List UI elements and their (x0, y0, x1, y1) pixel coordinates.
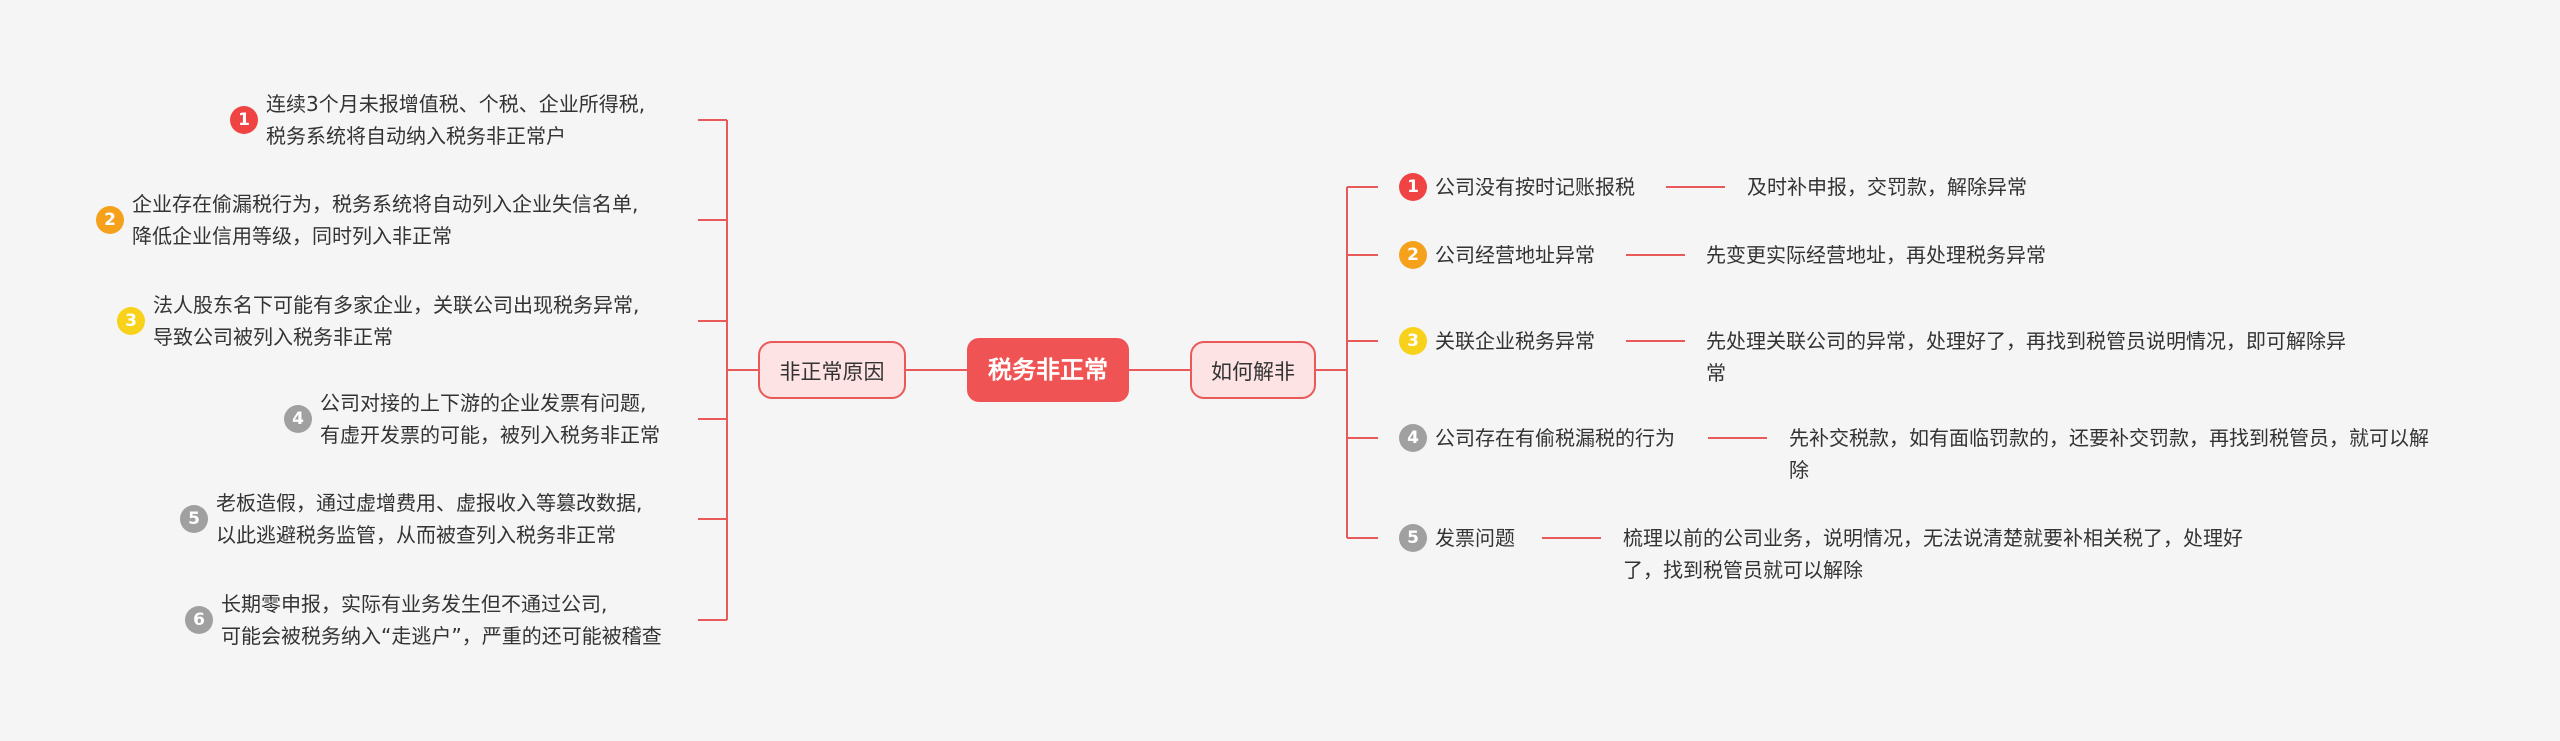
solution-issue-label: 公司存在有偷税漏税的行为 (1435, 426, 1675, 450)
solution-number-badge: 4 (1399, 424, 1427, 452)
reason-text-line: 有虚开发票的可能，被列入税务非正常 (320, 423, 660, 447)
branch-node-reasons[interactable]: 非正常原因 (758, 341, 906, 399)
solution-detail-text: 先补交税款，如有面临罚款的，还要补交罚款，再找到税管员，就可以解除 (1789, 422, 2429, 486)
reason-text-line: 公司对接的上下游的企业发票有问题, (320, 391, 647, 415)
reason-text-line: 企业存在偷漏税行为，税务系统将自动列入企业失信名单, (132, 192, 639, 216)
solution-issue-label: 关联企业税务异常 (1435, 329, 1595, 353)
solution-detail-text: 先变更实际经营地址，再处理税务异常 (1706, 239, 2046, 271)
reason-number-badge: 4 (284, 405, 312, 433)
solution-issue-label: 发票问题 (1435, 526, 1515, 550)
reason-text: 老板造假，通过虚增费用、虚报收入等篡改数据, 以此逃避税务监管，从而被查列入税务非… (216, 487, 642, 551)
solution-number-badge: 3 (1399, 327, 1427, 355)
solution-detail-line: 梳理以前的公司业务，说明情况，无法说清楚就要补相关税了，处理好 (1623, 526, 2243, 550)
branch-node-solutions[interactable]: 如何解非 (1190, 341, 1316, 399)
reason-number-badge: 3 (117, 307, 145, 335)
reason-text-line: 长期零申报，实际有业务发生但不通过公司, (221, 592, 608, 616)
reason-text-line: 法人股东名下可能有多家企业，关联公司出现税务异常, (153, 293, 640, 317)
reason-number-badge: 6 (185, 606, 213, 634)
solution-number-badge: 2 (1399, 241, 1427, 269)
solution-number-badge: 5 (1399, 524, 1427, 552)
solution-detail-line: 先变更实际经营地址，再处理税务异常 (1706, 243, 2046, 267)
solution-detail-line: 除 (1789, 458, 1809, 482)
reason-text-line: 降低企业信用等级，同时列入非正常 (132, 224, 452, 248)
solution-detail-line: 先补交税款，如有面临罚款的，还要补交罚款，再找到税管员，就可以解 (1789, 426, 2429, 450)
solution-issue-label: 公司没有按时记账报税 (1435, 175, 1635, 199)
reason-text-line: 可能会被税务纳入“走逃户”，严重的还可能被稽查 (221, 624, 662, 648)
reason-text-line: 连续3个月未报增值税、个税、企业所得税, (266, 92, 646, 116)
reason-text: 连续3个月未报增值税、个税、企业所得税, 税务系统将自动纳入税务非正常户 (266, 88, 645, 152)
solution-detail-text: 先处理关联公司的异常，处理好了，再找到税管员说明情况，即可解除异常 (1706, 325, 2346, 389)
reason-text: 企业存在偷漏税行为，税务系统将自动列入企业失信名单, 降低企业信用等级，同时列入非… (132, 188, 638, 252)
solution-detail-line: 先处理关联公司的异常，处理好了，再找到税管员说明情况，即可解除异 (1706, 329, 2346, 353)
reason-number-badge: 2 (96, 206, 124, 234)
solution-issue-label: 公司经营地址异常 (1435, 243, 1595, 267)
reason-number-badge: 5 (180, 505, 208, 533)
center-node[interactable]: 税务非正常 (967, 338, 1129, 402)
reason-text-line: 以此逃避税务监管，从而被查列入税务非正常 (216, 523, 616, 547)
reason-number-badge: 1 (230, 106, 258, 134)
reason-text-line: 税务系统将自动纳入税务非正常户 (266, 124, 566, 148)
solution-number-badge: 1 (1399, 173, 1427, 201)
solution-detail-line: 及时补申报，交罚款，解除异常 (1747, 175, 2027, 199)
reason-text: 长期零申报，实际有业务发生但不通过公司, 可能会被税务纳入“走逃户”，严重的还可能… (221, 588, 662, 652)
solution-detail-text: 及时补申报，交罚款，解除异常 (1747, 171, 2027, 203)
reason-text: 公司对接的上下游的企业发票有问题, 有虚开发票的可能，被列入税务非正常 (320, 387, 660, 451)
solution-detail-line: 了，找到税管员就可以解除 (1623, 558, 1863, 582)
solution-detail-text: 梳理以前的公司业务，说明情况，无法说清楚就要补相关税了，处理好了，找到税管员就可… (1623, 522, 2243, 586)
reason-text-line: 老板造假，通过虚增费用、虚报收入等篡改数据, (216, 491, 643, 515)
reason-text-line: 导致公司被列入税务非正常 (153, 325, 393, 349)
reason-text: 法人股东名下可能有多家企业，关联公司出现税务异常, 导致公司被列入税务非正常 (153, 289, 639, 353)
solution-detail-line: 常 (1706, 361, 1726, 385)
